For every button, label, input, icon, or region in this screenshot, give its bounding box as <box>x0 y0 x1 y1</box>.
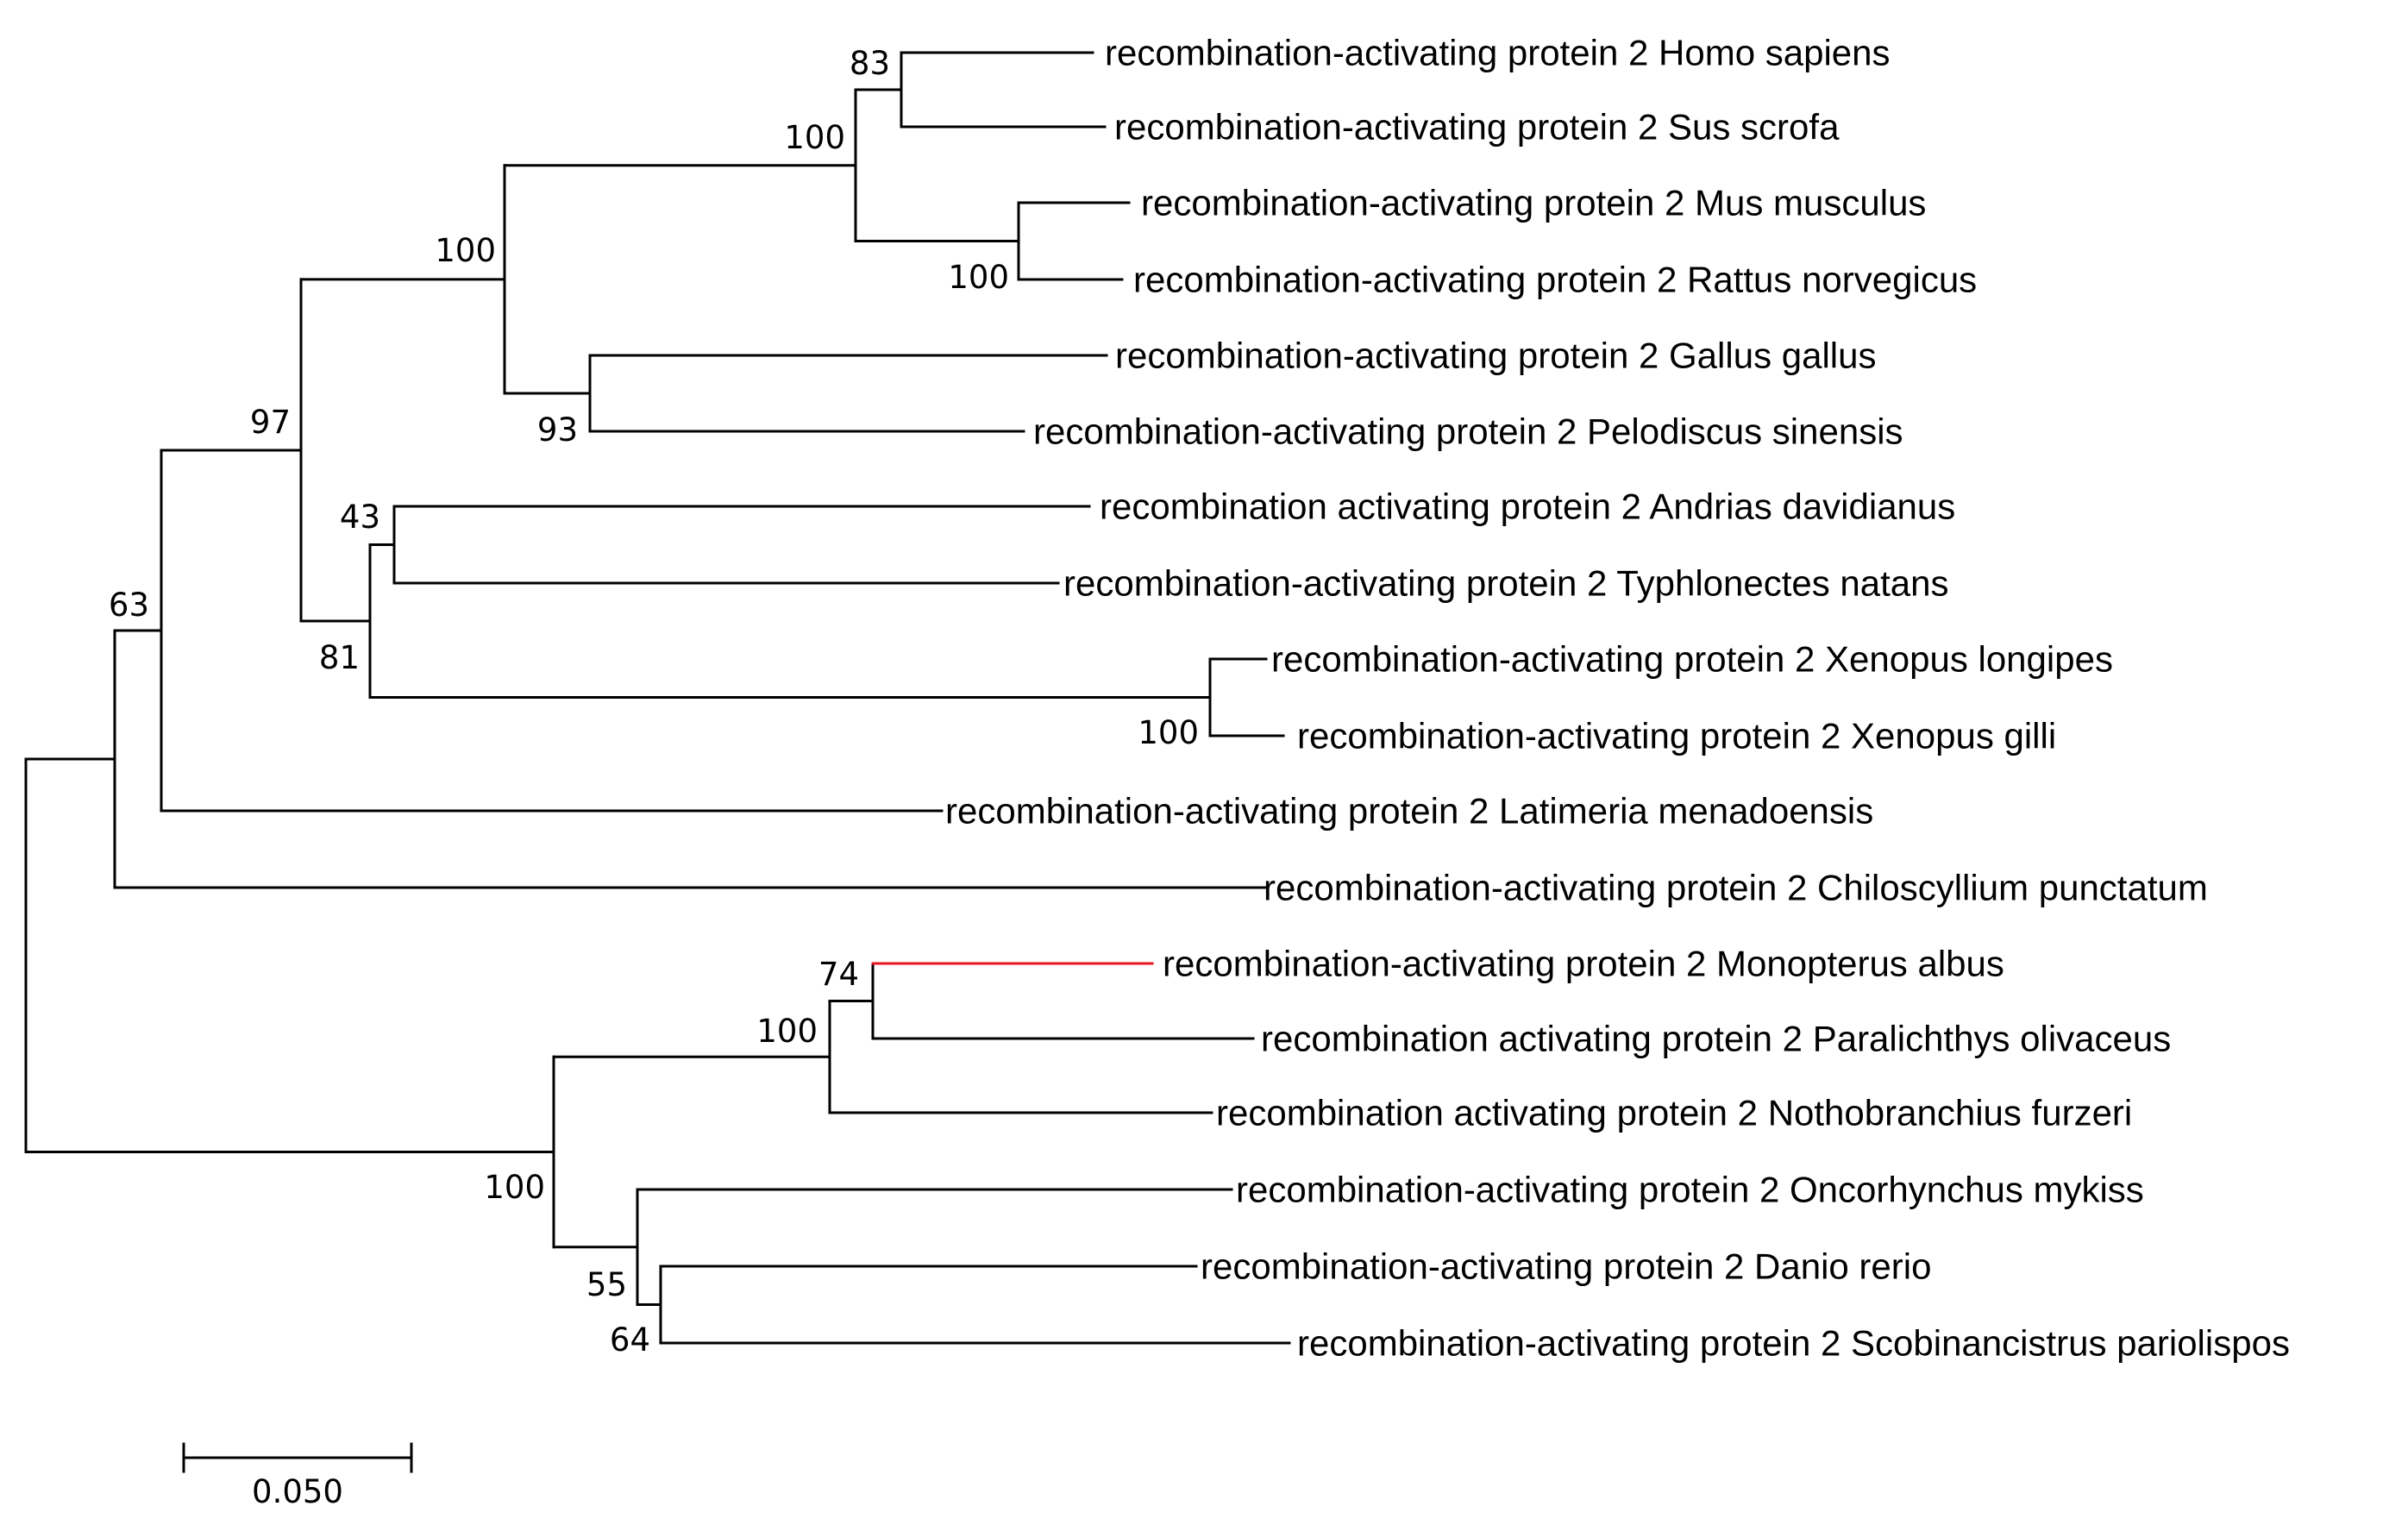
taxon-label-latimeria: recombination-activating protein 2 Latim… <box>945 791 1873 832</box>
scale-bar: 0.050 <box>182 1442 413 1510</box>
taxon-label-homo: recombination-activating protein 2 Homo … <box>1105 33 1891 73</box>
bootstrap-mus-rattus: 100 <box>948 259 1009 296</box>
bootstrap-teleosts: 100 <box>484 1169 545 1206</box>
taxon-label-andrias: recombination activating protein 2 Andri… <box>1100 486 1955 527</box>
bootstrap-primates-rodents: 100 <box>784 119 845 156</box>
bootstrap-danio-scobinancistrus: 64 <box>610 1321 650 1359</box>
bootstrap-homo-sus: 83 <box>850 45 890 82</box>
taxon-label-oncorhynchus: recombination-activating protein 2 Oncor… <box>1236 1170 2144 1210</box>
taxon-label-rattus: recombination-activating protein 2 Rattu… <box>1133 260 1977 300</box>
taxon-labels: recombination-activating protein 2 Homo … <box>945 33 2290 1364</box>
bootstrap-sarcopterygii: 63 <box>109 587 149 624</box>
taxon-label-pelodiscus: recombination-activating protein 2 Pelod… <box>1033 411 1903 452</box>
tree-branches <box>24 51 1291 1345</box>
taxon-label-monopterus: recombination-activating protein 2 Monop… <box>1163 944 2004 984</box>
bootstrap-xenopus: 100 <box>1138 714 1199 751</box>
taxon-label-mus: recombination-activating protein 2 Mus m… <box>1141 183 1926 223</box>
taxon-label-xgilli: recombination-activating protein 2 Xenop… <box>1297 716 2056 756</box>
taxon-label-chiloscyllium: recombination-activating protein 2 Chilo… <box>1264 868 2208 908</box>
bootstrap-gallus-pelodiscus: 93 <box>537 411 578 449</box>
bootstrap-amphibians: 81 <box>319 639 360 676</box>
bootstrap-tetrapods: 97 <box>250 404 291 441</box>
taxon-label-paralichthys: recombination activating protein 2 Paral… <box>1261 1019 2171 1059</box>
taxon-label-xlongipes: recombination-activating protein 2 Xenop… <box>1271 639 2113 680</box>
taxon-label-scobinancistrus: recombination-activating protein 2 Scobi… <box>1297 1323 2290 1364</box>
bootstrap-andrias-typhlonectes: 43 <box>340 499 380 536</box>
bootstrap-acanthopterygii: 100 <box>756 1013 818 1050</box>
taxon-label-nothobranchius: recombination activating protein 2 Notho… <box>1216 1093 2132 1133</box>
taxon-label-sus: recombination-activating protein 2 Sus s… <box>1114 107 1840 147</box>
bootstrap-amniotes: 100 <box>435 232 496 269</box>
scale-bar-label: 0.050 <box>252 1473 343 1510</box>
taxon-label-gallus: recombination-activating protein 2 Gallu… <box>1115 336 1876 376</box>
bootstrap-monopterus-paralichthys: 74 <box>818 956 859 993</box>
scale-bar-line <box>182 1442 413 1473</box>
taxon-label-typhlonectes: recombination-activating protein 2 Typhl… <box>1063 563 1949 604</box>
bootstrap-oncorhynchus-group: 55 <box>586 1266 627 1303</box>
taxon-label-danio: recombination-activating protein 2 Danio… <box>1201 1246 1931 1287</box>
